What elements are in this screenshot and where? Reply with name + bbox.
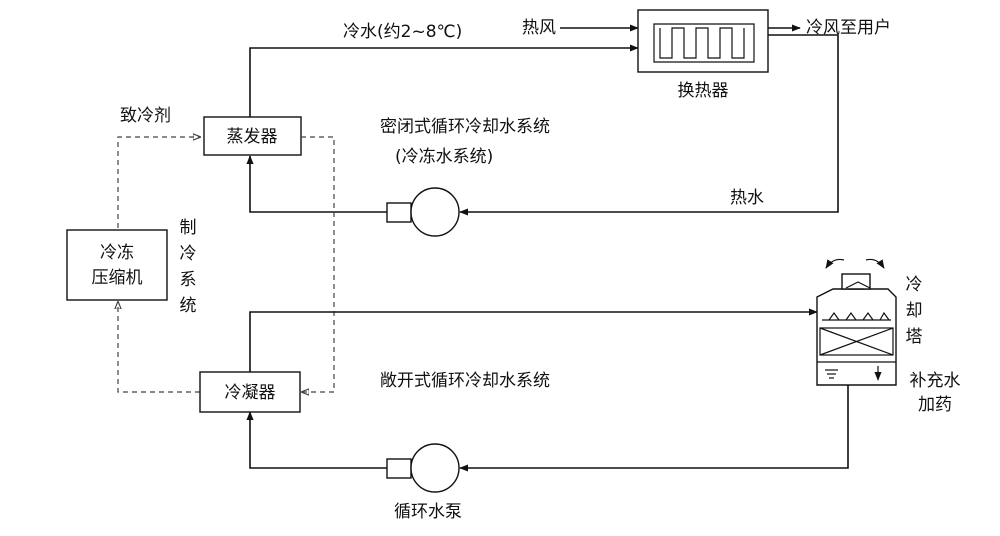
hot-air-label: 热风 — [522, 18, 556, 38]
evaporator-box — [203, 116, 302, 156]
makeup-water-label: 补充水 — [910, 371, 961, 391]
refrigerant-label: 致冷剂 — [120, 106, 171, 126]
evaporator-label: 蒸发器 — [227, 127, 278, 147]
evaporator-to-condenser — [301, 136, 335, 392]
hot-water-label: 热水 — [730, 188, 764, 208]
exhaust-air-left-arrow — [825, 258, 845, 269]
closed-system-title: 密闭式循环冷却水系统 — [380, 117, 550, 137]
refrigeration-system-label-char-1: 制 — [180, 218, 197, 238]
heat-exchanger-label: 换热器 — [678, 81, 729, 101]
circulation-pump-label: 循环水泵 — [394, 502, 462, 522]
refrigeration-system-label-char-4: 统 — [180, 296, 197, 316]
refrigeration-system-label-char-3: 系 — [180, 270, 197, 290]
chilled-water-pump — [386, 187, 460, 237]
refrigeration-system-label-char-2: 冷 — [180, 244, 197, 264]
cooling-tower — [816, 273, 897, 386]
cooling-tower-label-char-1: 冷 — [906, 275, 923, 295]
cold-air-to-user-label: 冷风至用户 — [806, 18, 891, 38]
condenser-inlet-pipe — [246, 411, 387, 469]
exhaust-air-right-arrow — [865, 258, 885, 269]
compressor-label-line2: 压缩机 — [92, 268, 143, 288]
hot-water-return-pipe — [459, 34, 839, 216]
circulation-pump — [386, 443, 460, 493]
refrigeration-compressor — [66, 229, 168, 301]
condenser-box — [199, 371, 301, 413]
condenser-to-compressor — [118, 302, 200, 393]
chilled-water-label: 冷水(约2~8℃) — [343, 22, 462, 42]
compressor-label-line1: 冷冻 — [100, 243, 134, 263]
tower-outlet-pipe — [459, 385, 849, 472]
cooling-water-to-tower — [249, 308, 818, 372]
open-system-title: 敞开式循环冷却水系统 — [380, 371, 550, 391]
evaporator-inlet-pipe — [246, 155, 387, 213]
closed-system-subtitle: (冷冻水系统) — [395, 147, 493, 167]
cooling-tower-label-char-3: 塔 — [906, 327, 923, 347]
heat-exchanger — [637, 9, 769, 73]
refrigerant-to-evaporator — [117, 137, 200, 228]
condenser-label: 冷凝器 — [225, 383, 276, 403]
chilled-water-supply-pipe — [249, 44, 639, 118]
dosing-label: 加药 — [918, 395, 952, 415]
cooling-tower-label-char-2: 却 — [906, 301, 923, 321]
